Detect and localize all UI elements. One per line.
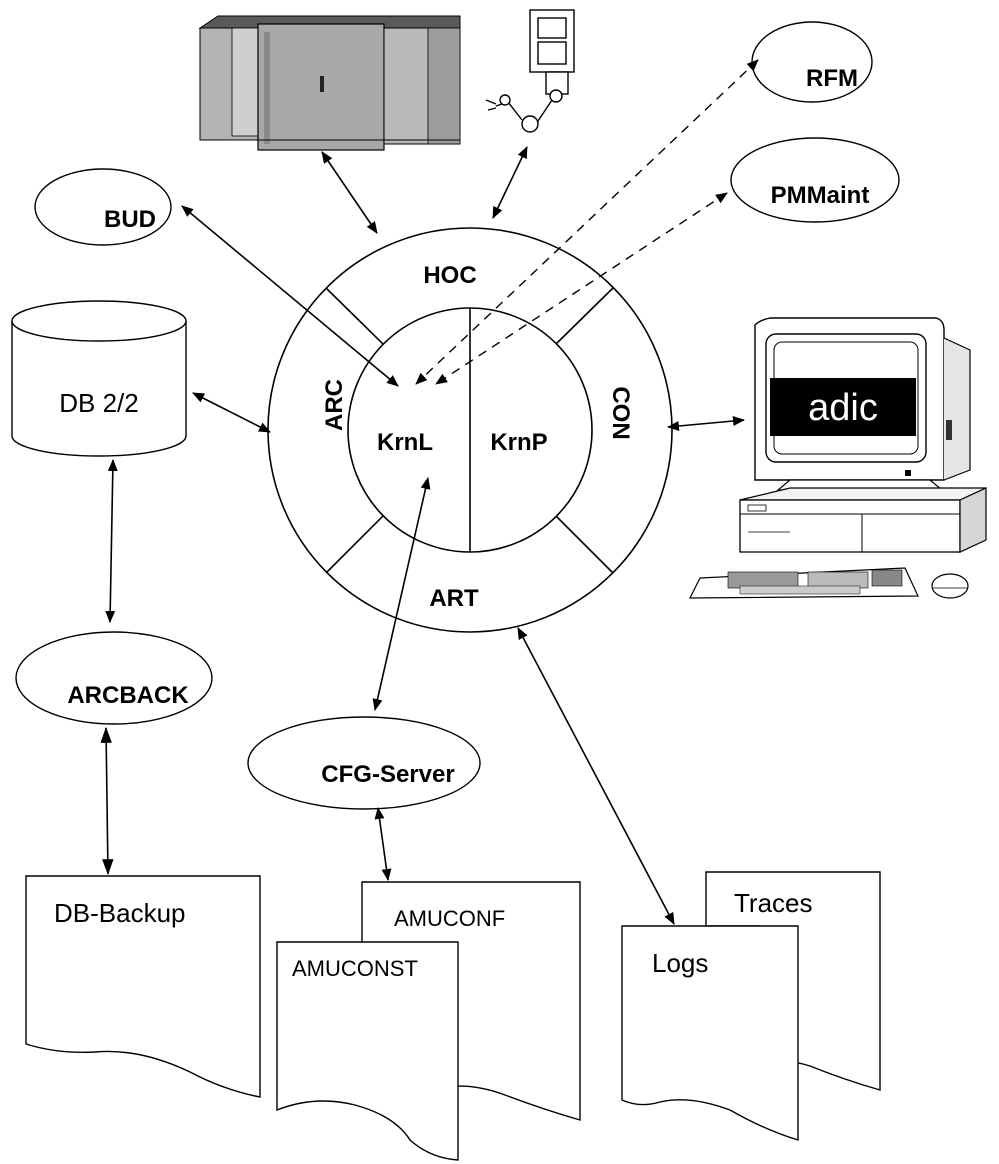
- segment-con-label: CON: [607, 386, 634, 439]
- workstation-icon: [689, 317, 987, 599]
- tape-library-icon: [198, 15, 461, 151]
- arrow-bud-krnl: [181, 205, 399, 387]
- console-brand-label: adic: [808, 387, 878, 429]
- arrow-robot-hoc: [492, 146, 528, 219]
- bud-ellipse: [34, 168, 172, 246]
- segment-hoc-label: HOC: [423, 262, 476, 289]
- db-backup-label: DB-Backup: [54, 898, 186, 928]
- logs-document-icon: [621, 925, 799, 1141]
- arrow-con-console: [667, 416, 745, 431]
- arcback-ellipse: [15, 631, 213, 725]
- arrow-db-arcback: [105, 459, 118, 623]
- kernel-krnp-label: KrnP: [490, 429, 547, 456]
- amuconst-document-icon: [276, 941, 459, 1161]
- arrow-library-hoc: [321, 151, 378, 234]
- dashed-arrow-pmmaint-krnl: [435, 192, 728, 385]
- amuconf-label: AMUCONF: [394, 906, 505, 931]
- logs-label: Logs: [652, 948, 708, 978]
- bud-label: BUD: [104, 206, 156, 233]
- rfm-label: RFM: [806, 65, 858, 92]
- arcback-label: ARCBACK: [67, 682, 189, 709]
- arrow-arcback-dbbackup: [100, 726, 114, 876]
- robot-arm-icon: [485, 9, 575, 133]
- pmmaint-label: PMMaint: [771, 182, 870, 209]
- traces-label: Traces: [734, 888, 813, 918]
- segment-art-label: ART: [429, 585, 479, 612]
- cfg-server-ellipse: [247, 716, 481, 810]
- arrow-cfgserver-amuconf: [374, 807, 392, 881]
- segment-arc-label: ARC: [321, 379, 348, 431]
- arrow-db-arc: [192, 392, 271, 433]
- arrow-art-logs: [517, 627, 675, 925]
- kernel-krnl-label: KrnL: [377, 429, 433, 456]
- amuconst-label: AMUCONST: [292, 956, 418, 981]
- database-cylinder-icon: [11, 300, 187, 457]
- arrow-krnl-cfgserver: [372, 477, 431, 711]
- cfg-server-label: CFG-Server: [321, 761, 454, 788]
- pmmaint-ellipse: [730, 137, 900, 223]
- database-label: DB 2/2: [59, 388, 139, 418]
- db-backup-document-icon: [25, 875, 261, 1098]
